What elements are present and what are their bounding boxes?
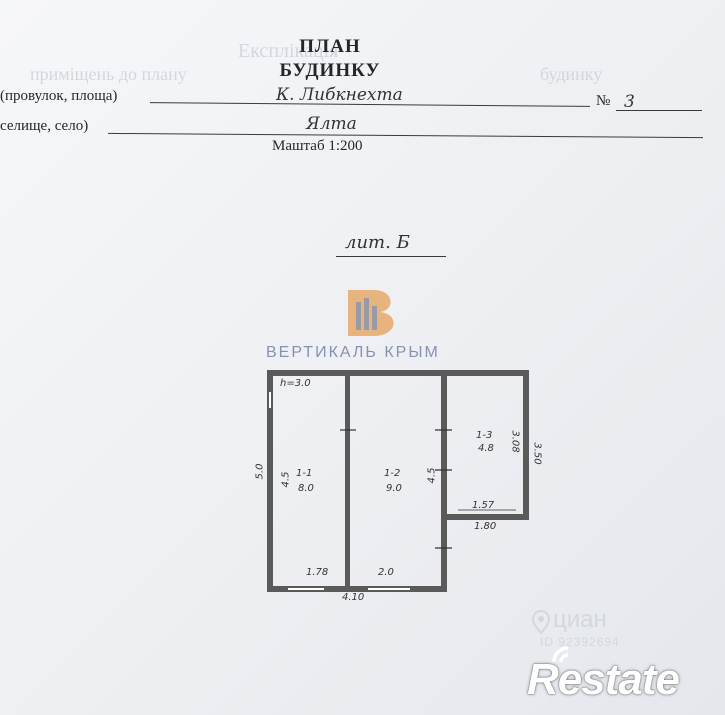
floor-plan [267,370,529,592]
litera-label: лит. Б [345,232,410,253]
building-title: БУДИНКУ [279,60,381,81]
number-underline [616,110,702,111]
room-1-1-id: 1-1 [296,468,313,479]
settlement-value: Ялта [306,114,357,134]
ghost-text-3: будинку [540,64,603,84]
settlement-label: селище, село) [0,118,89,134]
room-1-3-area: 4.8 [478,443,494,454]
litera-underline [336,256,446,257]
street-label: (провулок, площа) [0,88,118,104]
brand-logo-icon [348,290,394,336]
restate-signal-icon [552,646,569,663]
brand-watermark-text: ВЕРТИКАЛЬ КРЫМ [266,344,440,361]
street-value: К. Либкнехта [276,85,403,105]
number-label: № [596,93,611,109]
cian-watermark: циан [553,606,607,633]
dim-right-inner: 3.08 [509,430,521,453]
dim-right-outer: 3.50 [531,442,543,465]
dim-bottom-left: 1.78 [306,567,329,578]
walls [267,370,529,592]
ghost-text-1: Експлікація [238,40,339,62]
cian-pin-icon [532,610,550,634]
dim-bottom-mid: 2.0 [378,567,394,578]
settlement-underline [108,132,703,139]
dim-room3-bottom: 1.57 [472,500,495,511]
dim-inner-mid: 4.5 [426,467,438,484]
dim-room3-outer-bottom: 1.80 [474,521,497,532]
room-1-2-area: 9.0 [386,483,402,494]
height-note: h=3.0 [280,378,311,389]
room-1-3-id: 1-3 [476,430,493,441]
scale-text: Маштаб 1:200 [272,138,363,154]
restate-watermark: Restate [527,655,680,704]
dim-inner-left: 4.5 [280,471,292,488]
dim-outer-left: 5.0 [254,463,266,480]
room-1-2-id: 1-2 [384,468,401,479]
cian-listing-id: ID 92392694 [540,635,620,649]
number-value: 3 [624,92,635,112]
dim-total-bottom: 4.10 [342,592,365,603]
room-1-1-area: 8.0 [298,483,314,494]
plan-title: ПЛАН [299,36,361,57]
ghost-text-2: приміщень до плану [30,64,187,84]
